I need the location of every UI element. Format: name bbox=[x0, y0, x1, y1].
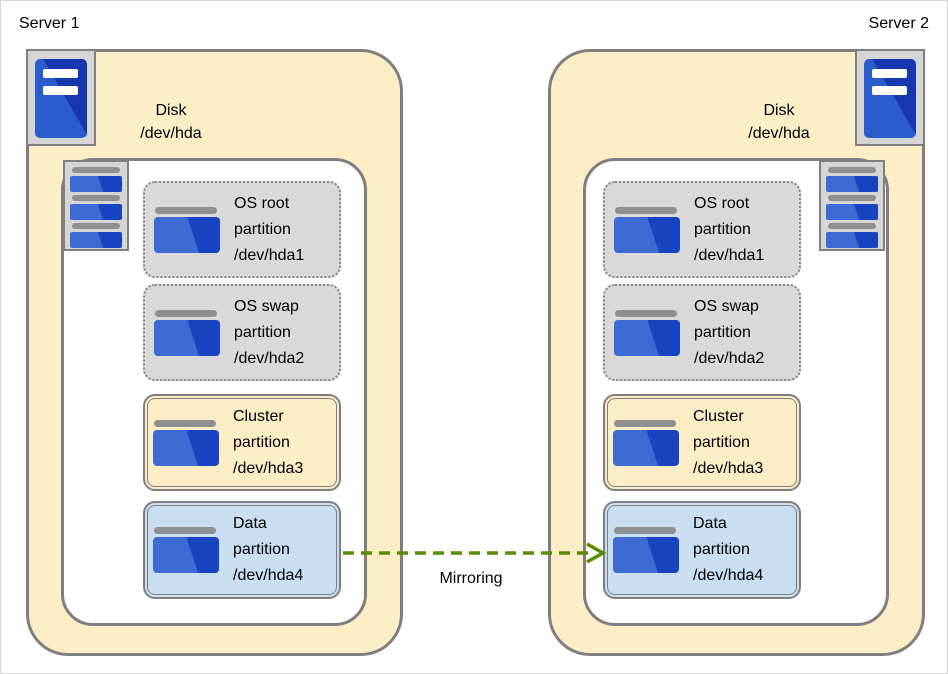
partition-label: OS swap partition /dev/hda2 bbox=[234, 297, 305, 367]
hard-disk-icon bbox=[154, 309, 220, 356]
partition-label: OS root partition /dev/hda1 bbox=[234, 194, 305, 264]
partition-label: OS root partition /dev/hda1 bbox=[694, 194, 765, 264]
server-2-title: Server 2 bbox=[868, 15, 929, 32]
hard-disk-icon bbox=[614, 309, 680, 356]
partition-label: Cluster partition /dev/hda3 bbox=[693, 407, 764, 477]
partition-label: Data partition /dev/hda4 bbox=[693, 515, 764, 584]
server-2-group: Disk /dev/hda OS root partition /dev/hda… bbox=[548, 49, 925, 656]
disk-device-label: Disk /dev/hda bbox=[748, 102, 810, 142]
hard-disk-icon bbox=[614, 206, 680, 253]
partition-label: OS swap partition /dev/hda2 bbox=[694, 297, 765, 367]
hard-disk-icon bbox=[153, 527, 219, 573]
disk-device-label: Disk /dev/hda bbox=[140, 102, 202, 142]
partition-data: Data partition /dev/hda4 bbox=[143, 501, 341, 599]
hard-disk-icon bbox=[153, 419, 219, 466]
disk-stack-icon bbox=[819, 160, 885, 251]
partition-data: Data partition /dev/hda4 bbox=[603, 501, 801, 599]
server-icon bbox=[855, 49, 925, 146]
disk-stack-icon bbox=[63, 160, 129, 251]
mirroring-label: Mirroring bbox=[439, 570, 503, 587]
partition-label: Cluster partition /dev/hda3 bbox=[233, 407, 304, 477]
server-1-group: Disk /dev/hda OS root partition /dev/hda… bbox=[26, 49, 403, 656]
partition-os-swap: OS swap partition /dev/hda2 bbox=[143, 284, 341, 381]
hard-disk-icon bbox=[154, 206, 220, 253]
hard-disk-icon bbox=[613, 527, 679, 573]
partition-cluster: Cluster partition /dev/hda3 bbox=[143, 394, 341, 491]
partition-label: Data partition /dev/hda4 bbox=[233, 515, 304, 584]
hard-disk-icon bbox=[613, 419, 679, 466]
partition-os-root: OS root partition /dev/hda1 bbox=[143, 181, 341, 278]
server-1-title: Server 1 bbox=[19, 15, 80, 32]
server-icon bbox=[26, 49, 96, 146]
partition-cluster: Cluster partition /dev/hda3 bbox=[603, 394, 801, 491]
partition-os-root: OS root partition /dev/hda1 bbox=[603, 181, 801, 278]
partition-os-swap: OS swap partition /dev/hda2 bbox=[603, 284, 801, 381]
